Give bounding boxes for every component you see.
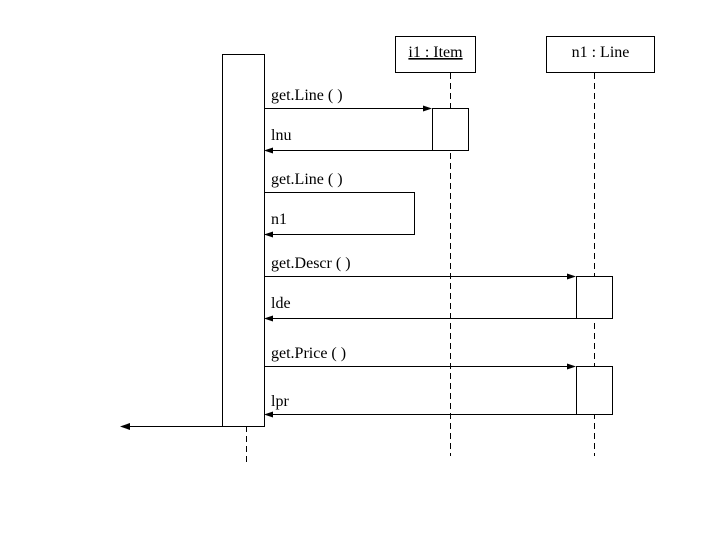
message-label: lde — [271, 295, 291, 312]
getline-item-arrowhead — [423, 105, 432, 112]
message-label: get.Line ( ) — [271, 171, 343, 188]
line-activation-bar-2 — [576, 366, 613, 415]
lnu-arrowhead — [264, 147, 273, 154]
self-call-box — [264, 192, 415, 235]
item-object-box — [395, 36, 476, 73]
getdescr-arrowhead — [567, 273, 576, 280]
line-activation-bar-1 — [576, 276, 613, 319]
lde-arrowhead — [264, 315, 273, 322]
message-label: n1 — [271, 211, 287, 228]
message-label: get.Descr ( ) — [271, 255, 351, 272]
n1-arrowhead — [264, 231, 273, 238]
line-object-box — [546, 36, 655, 73]
item-object-label: i1 : Item — [408, 44, 463, 61]
message-label: lpr — [271, 393, 289, 410]
line-object-label: n1 : Line — [572, 44, 630, 61]
message-label: get.Price ( ) — [271, 345, 346, 362]
message-label: lnu — [271, 127, 291, 144]
getprice-arrowhead — [567, 363, 576, 370]
caller-activation-bar — [222, 54, 265, 427]
item-activation-bar — [432, 108, 469, 151]
lpr-arrowhead — [264, 411, 273, 418]
message-label: get.Line ( ) — [271, 87, 343, 104]
final-arrowhead — [120, 423, 130, 430]
